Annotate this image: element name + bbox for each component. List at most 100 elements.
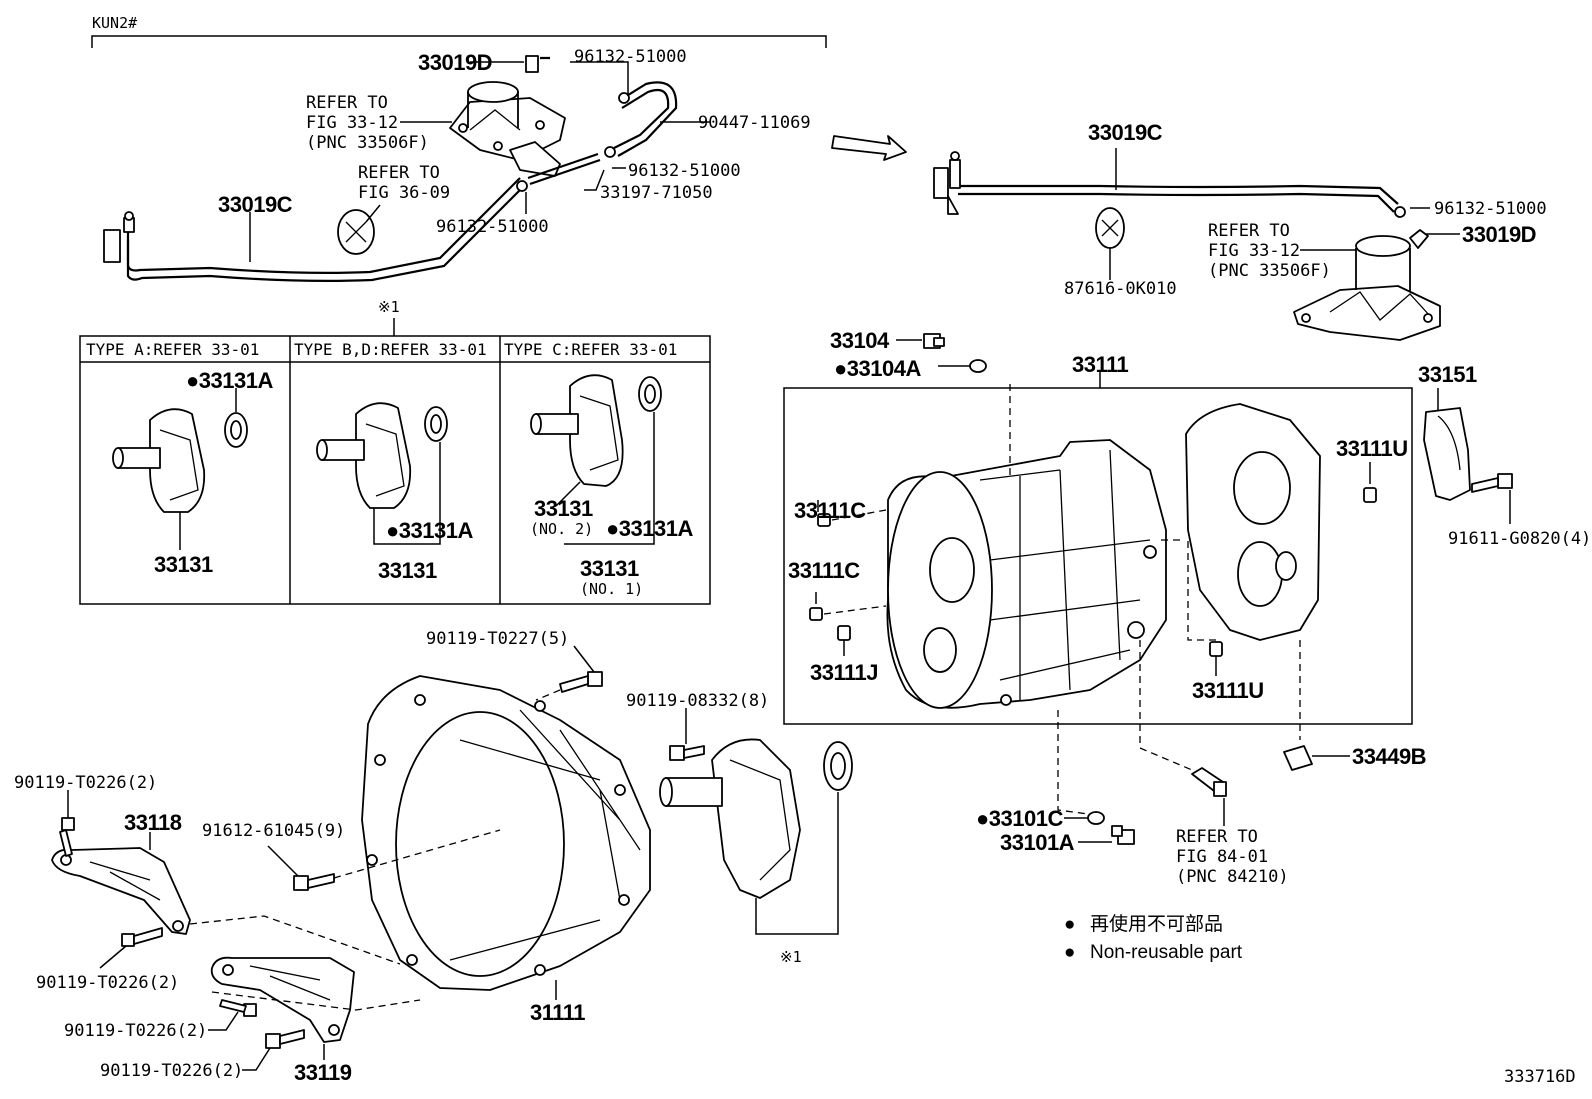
label-tc-33131: 33131 [534, 496, 593, 521]
oil-seal-type-a[interactable] [224, 412, 248, 448]
bracket-33119[interactable] [210, 956, 355, 1043]
label-33449b: 33449B [1352, 744, 1426, 769]
gasket-33104a[interactable] [969, 359, 987, 373]
label-refer-b-2: FIG 36-09 [358, 183, 450, 203]
bolt-90119-t0226-b[interactable] [121, 927, 163, 947]
clutch-line-right[interactable] [933, 151, 1399, 215]
oil-seal-type-c[interactable] [638, 376, 662, 412]
bolt-90119-t0227[interactable] [559, 671, 603, 693]
label-33111c-b: 33111C [788, 558, 860, 583]
label-33019c-right: 33019C [1088, 120, 1163, 145]
oil-seal-type-bd[interactable] [424, 406, 448, 442]
bearing-retainer-type-c[interactable] [530, 374, 624, 487]
leader-front-retainer [755, 792, 839, 935]
type-header-a: TYPE A:REFER 33-01 [86, 340, 259, 359]
model-code: KUN2# [92, 14, 137, 32]
cap-right[interactable] [1095, 207, 1125, 249]
label-refer-c-2: FIG 33-12 [1208, 241, 1300, 261]
label-tc-33131a: ●33131A [606, 516, 693, 541]
bearing-retainer-type-a[interactable] [112, 408, 206, 513]
plug-33101a[interactable] [1111, 825, 1135, 845]
dash-91612 [333, 829, 501, 879]
bolt-90119-t0226-c[interactable] [219, 999, 257, 1017]
leader-91612 [267, 845, 299, 877]
bolt-90119-08332[interactable] [669, 745, 705, 761]
type-header-bd: TYPE B,D:REFER 33-01 [294, 340, 487, 359]
dash-t0227 [535, 689, 561, 701]
label-90119-t0226-a: 90119-T0226(2) [14, 773, 157, 793]
bolt-91611[interactable] [1471, 473, 1513, 493]
gasket-33101c[interactable] [1087, 811, 1105, 825]
clutch-housing[interactable] [361, 675, 651, 991]
label-90119-t0226-c: 90119-T0226(2) [64, 1021, 207, 1041]
speed-sensor[interactable] [1191, 767, 1227, 797]
label-90119-t0226-b: 90119-T0226(2) [36, 973, 179, 993]
label-refer-a-3: (PNC 33506F) [306, 133, 429, 153]
bolt-91612[interactable] [293, 873, 335, 891]
model-bracket [91, 35, 827, 48]
label-31111: 31111 [530, 1000, 585, 1025]
label-33019d-right: 33019D [1462, 222, 1536, 247]
label-33111c-a: 33111C [794, 498, 866, 523]
label-refer-d-3: (PNC 84210) [1176, 867, 1289, 887]
transmission-case-box [783, 387, 1413, 725]
leader-90119-t0227 [573, 645, 595, 673]
label-90447: 90447-11069 [698, 113, 811, 133]
label-refer-c-1: REFER TO [1208, 221, 1290, 241]
label-33019c-left: 33019C [218, 192, 293, 217]
label-refer-a-1: REFER TO [306, 93, 388, 113]
clutch-hose-left[interactable] [516, 55, 678, 192]
front-bearing-retainer[interactable] [659, 738, 801, 899]
bolt-90119-t0226-d[interactable] [265, 1029, 305, 1049]
bolt-90119-t0226-a[interactable] [59, 817, 75, 857]
leader-t0226-c [208, 1011, 239, 1031]
label-33101c: ●33101C [976, 806, 1063, 831]
legend: ● 再使用不可部品 ● Non-reusable part [1064, 913, 1243, 963]
type-header-c: TYPE C:REFER 33-01 [504, 340, 677, 359]
label-refer-d-2: FIG 84-01 [1176, 847, 1268, 867]
label-ta-33131: 33131 [154, 552, 213, 577]
note-mark-top: ※1 [378, 298, 400, 316]
legend-english: Non-reusable part [1090, 942, 1243, 963]
arrow-icon [831, 135, 907, 161]
bearing-retainer-type-bd[interactable] [316, 402, 412, 509]
leader-t0226-d [242, 1047, 271, 1071]
bracket-33118[interactable] [51, 847, 191, 935]
leader-33197 [584, 169, 605, 191]
assembly-dashes-case [823, 384, 1301, 740]
label-refer-c-3: (PNC 33506F) [1208, 261, 1331, 281]
cap-left[interactable] [337, 209, 375, 255]
dowel-pins[interactable] [809, 487, 1377, 657]
front-oil-seal[interactable] [823, 741, 853, 791]
plug-33104[interactable] [923, 333, 945, 349]
label-tc-no2: (NO. 2) [530, 520, 593, 538]
cylinder-mount-left[interactable] [449, 81, 566, 161]
label-90119-t0226-d: 90119-T0226(2) [100, 1061, 243, 1081]
clutch-line-left[interactable] [103, 177, 525, 282]
legend-japanese: 再使用不可部品 [1090, 913, 1223, 935]
clutch-hose-right[interactable] [1394, 206, 1429, 249]
label-refer-b-1: REFER TO [358, 163, 440, 183]
label-33111j: 33111J [810, 660, 878, 685]
label-33118: 33118 [124, 810, 182, 835]
cylinder-mount-right[interactable] [1293, 235, 1441, 341]
leader-96132-a [570, 61, 629, 96]
label-33104: 33104 [830, 328, 890, 353]
leader-refer-b [365, 204, 381, 223]
label-tb-33131: 33131 [378, 558, 437, 583]
plug-33449b[interactable] [1283, 745, 1313, 771]
label-33111u-bottom: 33111U [1192, 678, 1264, 703]
leader-tc-33131-no1 [564, 412, 655, 545]
transmission-case[interactable] [886, 439, 1167, 709]
label-33111u-top: 33111U [1336, 436, 1408, 461]
label-ta-33131a: ●33131A [186, 368, 273, 393]
label-tc-no1: (NO. 1) [580, 580, 643, 598]
label-refer-a-2: FIG 33-12 [306, 113, 398, 133]
rear-bearing-retainer-33151[interactable] [1423, 407, 1471, 501]
label-33111-top: 33111 [1072, 352, 1129, 377]
note-mark-bottom: ※1 [780, 948, 802, 966]
clutch-bracket-plate[interactable] [509, 141, 601, 186]
label-33101a: 33101A [1000, 830, 1075, 855]
extension-housing-plate[interactable] [1185, 403, 1321, 641]
